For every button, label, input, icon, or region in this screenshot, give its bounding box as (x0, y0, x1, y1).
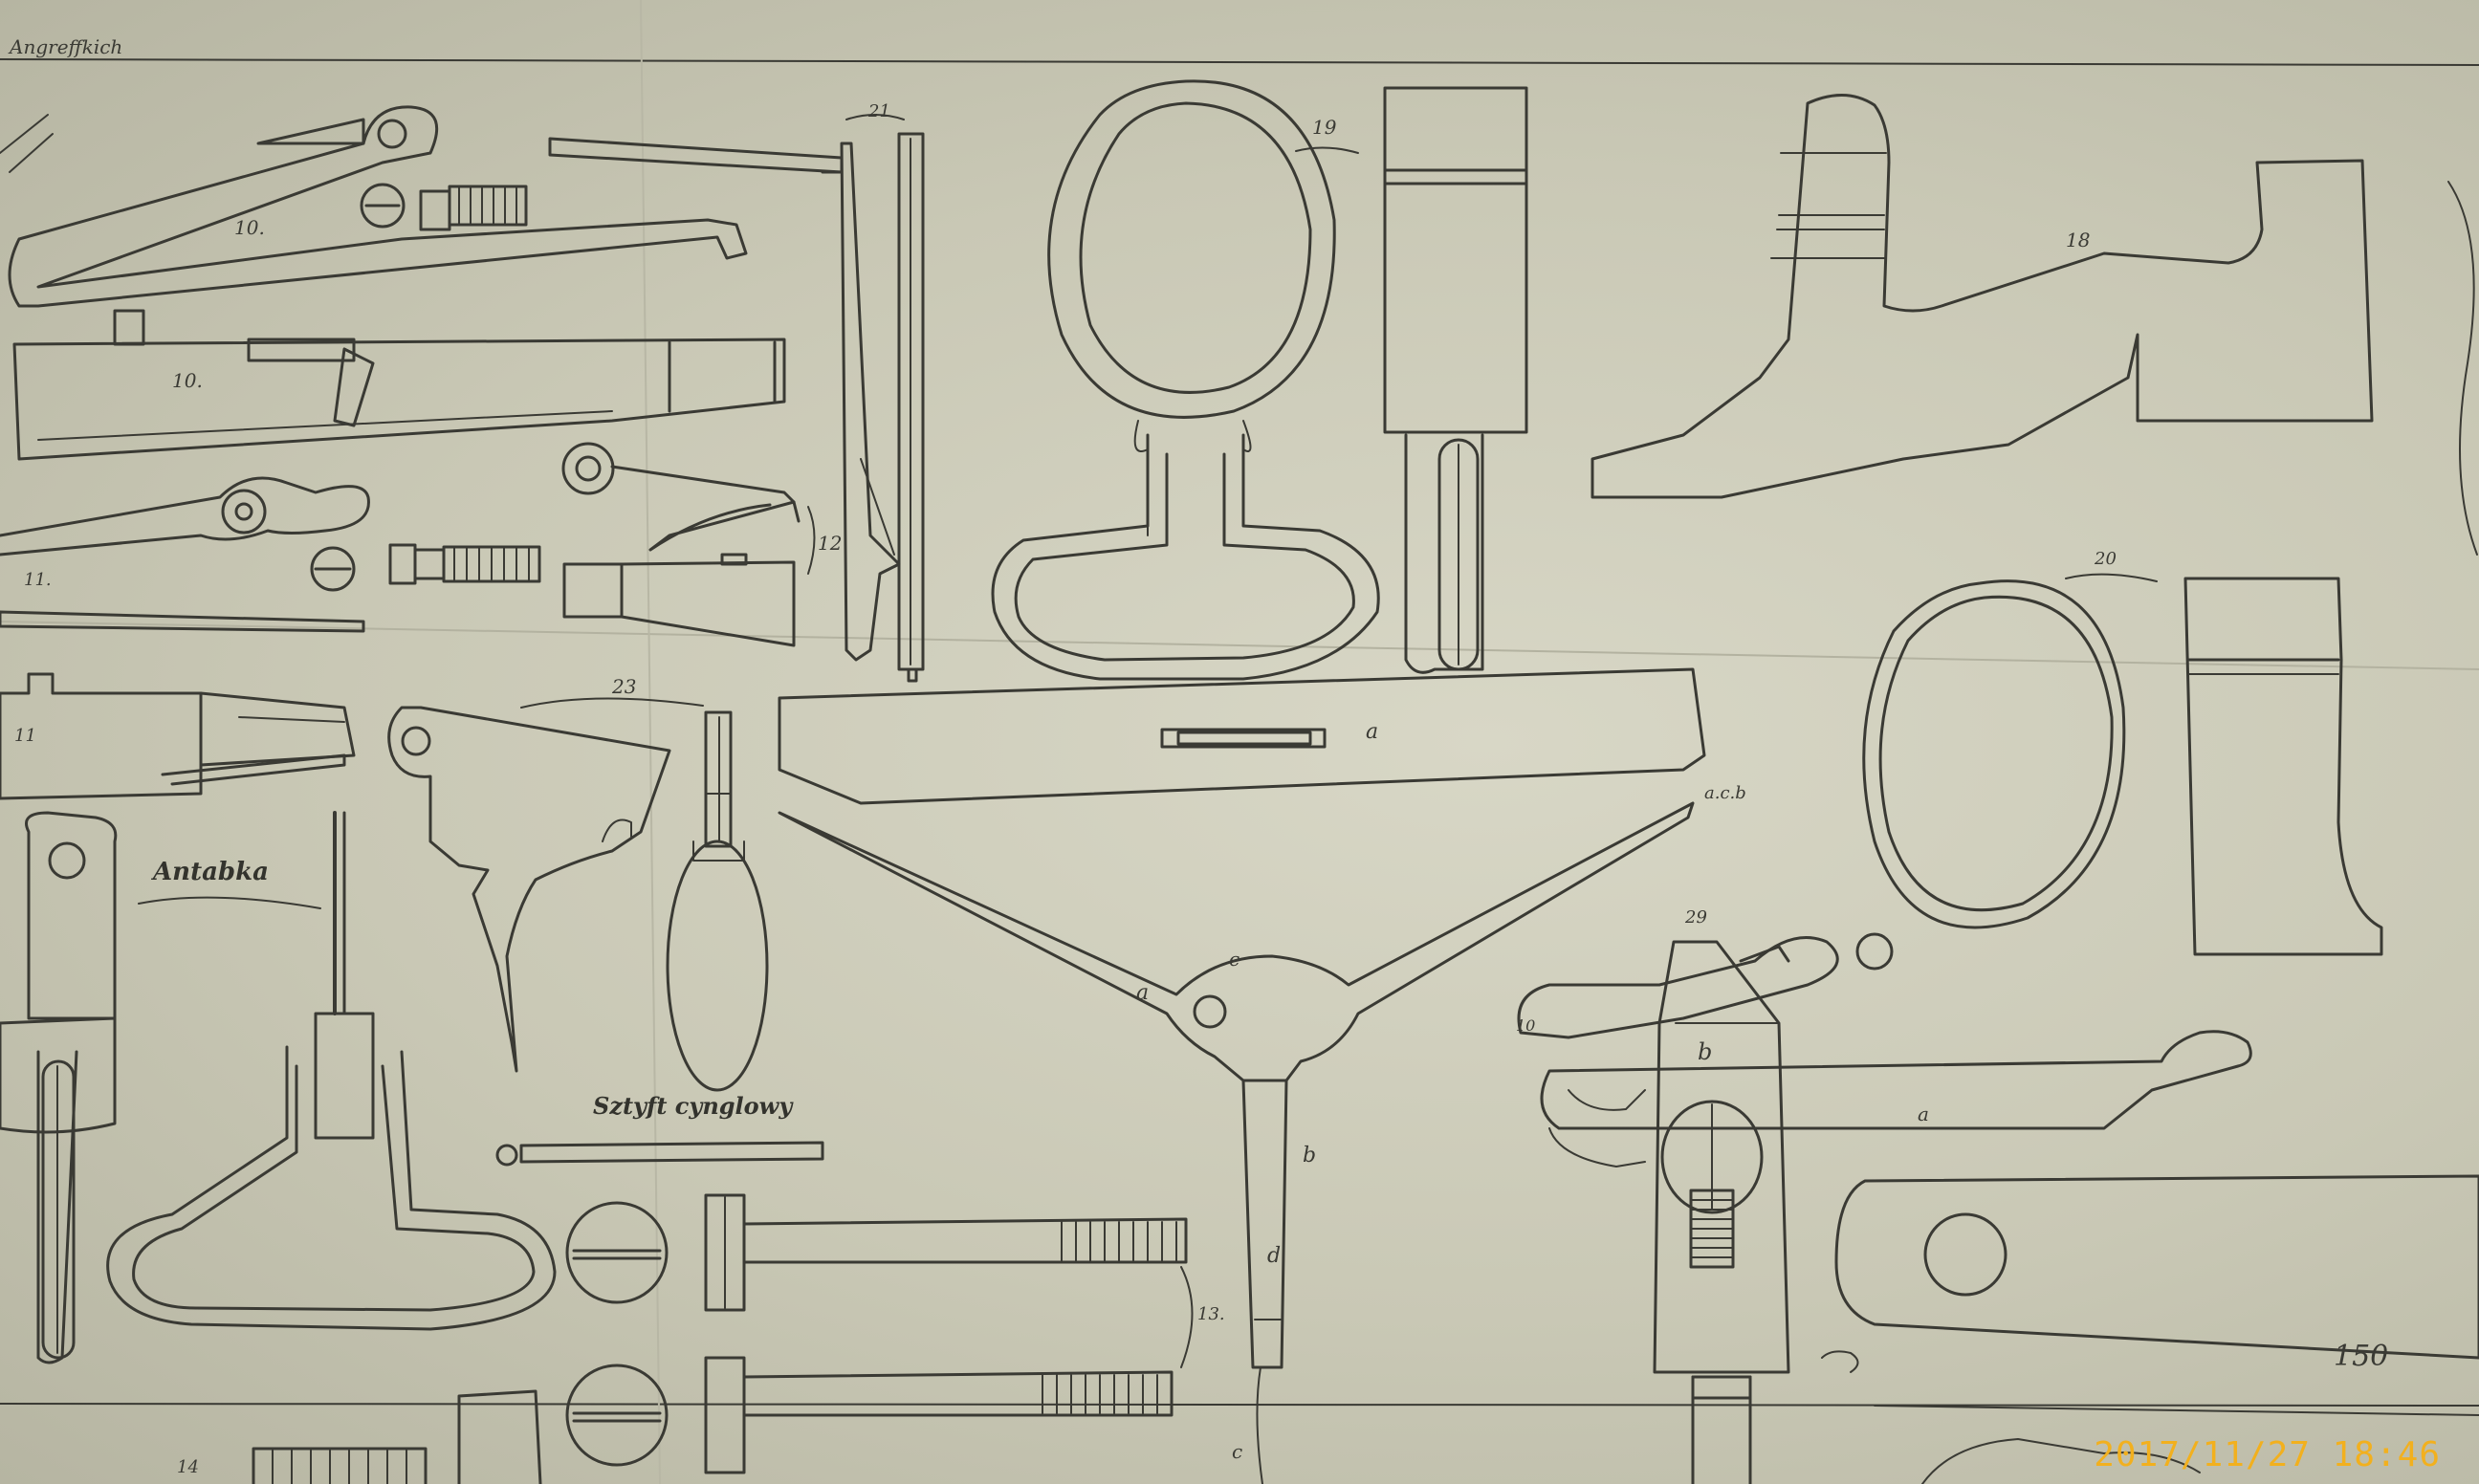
figure-19-side-view (1383, 86, 1528, 674)
figure-number: 13. (1197, 1304, 1225, 1324)
figure-18-stock-plate (1591, 94, 2374, 499)
figure-number: 14 (177, 1457, 199, 1477)
figure-11-bolt-assembly (0, 672, 356, 800)
figure-number: 23 (611, 675, 636, 698)
figure-12-mainspring (561, 442, 801, 647)
figure-antabka-swivel (106, 811, 557, 1331)
brace (845, 114, 905, 120)
figure-number: 10. (172, 369, 203, 392)
figure-10-trigger-lever (0, 105, 748, 308)
figure-number: 11. (24, 570, 52, 590)
figure-number: 10 (1516, 1016, 1535, 1035)
figure-number: 12 (818, 532, 842, 555)
brace (1180, 1266, 1194, 1368)
figure-29-hammer-assembly (1517, 932, 2252, 1484)
fold-crease (640, 0, 661, 1484)
figure-pin-with-oval-head (666, 710, 769, 1092)
letter-label: c (1232, 1440, 1242, 1463)
figure-21-ramrod-spring (821, 132, 925, 683)
trigger-pin-head (495, 1144, 518, 1167)
figure-number: 10. (234, 216, 265, 239)
brace (138, 896, 321, 909)
figure-20-butt-cap (1862, 577, 2383, 956)
brace (520, 697, 704, 709)
top-border-line (0, 58, 2479, 66)
brace (1295, 146, 1359, 154)
header-text: Angreffkich (8, 35, 122, 58)
figure-10-lock-plate (12, 309, 786, 461)
figure-number: 21 (867, 101, 890, 121)
figure-13-screws (565, 1193, 1188, 1474)
caption-sztyft: Sztyft cynglowy (593, 1092, 794, 1120)
figure-number: 19 (1312, 116, 1337, 139)
figure-main-spring-assembly (778, 667, 1706, 1484)
date-timestamp: 2017/11/27 18:46 (2094, 1435, 2441, 1474)
fold-crease (0, 621, 2479, 670)
figure-11-spring-lever (0, 476, 541, 633)
handwritten-number: 150 (2334, 1340, 2388, 1373)
figure-23-sear (387, 706, 671, 1073)
letter-label: c (1229, 948, 1240, 971)
figure-14-screw (252, 1389, 542, 1484)
letter-label: a.c.b (1704, 783, 1746, 803)
figure-19-trigger-guard (991, 79, 1380, 681)
figure-number: 20 (2094, 549, 2117, 569)
figure-number: 18 (2066, 229, 2090, 251)
letter-label: a (1366, 720, 1378, 744)
letter-label: a (1136, 981, 1149, 1005)
figure-lock-plate-with-disk (1821, 1174, 2479, 1484)
letter-label: b (1303, 1144, 1316, 1168)
caption-antabka: Antabka (150, 858, 269, 886)
letter-label: d (1267, 1244, 1281, 1268)
bottom-border-line (0, 1403, 2479, 1407)
brace (807, 506, 816, 575)
stock-edge (2447, 181, 2478, 556)
letter-label: b (1698, 1038, 1712, 1065)
brace (2065, 573, 2158, 582)
figure-number: 11 (14, 726, 36, 746)
figure-antabka-left (0, 811, 118, 1364)
trigger-pin (519, 1141, 824, 1164)
figure-number: 29 (1684, 907, 1707, 928)
figure-21-rod (548, 137, 844, 174)
letter-label: a (1918, 1102, 1929, 1125)
